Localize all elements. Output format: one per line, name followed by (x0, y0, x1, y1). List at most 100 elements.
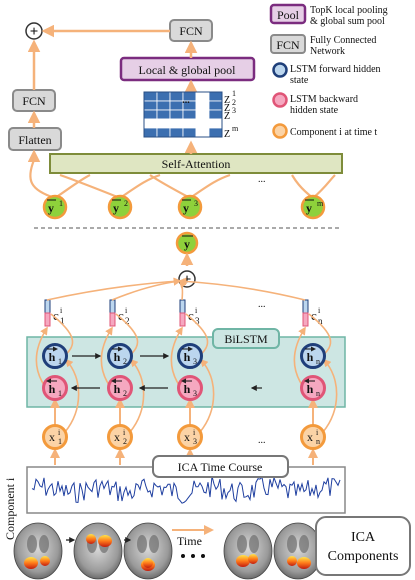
svg-text:2: 2 (232, 98, 236, 107)
c-forward-half (44, 299, 51, 314)
x-node-base: x (307, 430, 313, 444)
x-node-sup: i (193, 428, 196, 437)
c-backward-half (179, 312, 186, 327)
brain-map-4 (223, 522, 273, 580)
hidden-state-base: h (114, 382, 121, 396)
hidden-state-base: h (114, 350, 121, 364)
bilstm-label: BiLSTM (224, 332, 268, 346)
legend-forward-icon (272, 62, 288, 78)
brain-activation-blob (143, 558, 153, 568)
legend-forward-text-2: state (290, 75, 309, 86)
legend-fcn-badge: FCN (276, 38, 300, 52)
arrow-c-to-sum (111, 277, 182, 301)
legend-component-icon (272, 123, 288, 139)
brain-activation-blob (40, 556, 50, 566)
brain-activation-blob (236, 555, 250, 567)
z-matrix-cell (208, 109, 223, 120)
y-node-circle (107, 194, 133, 220)
attention-ellipsis: ... (258, 174, 266, 185)
svg-text:Z: Z (224, 103, 230, 114)
x-node-circle (107, 424, 133, 450)
z-row-label-3: Z 3 (224, 106, 236, 122)
legend-backward-icon (272, 92, 288, 108)
z-matrix-frame (143, 91, 223, 138)
legend-pool-text-1: TopK local pooling (310, 5, 388, 16)
h-forward-circle (177, 343, 203, 369)
z-matrix-cell (143, 100, 158, 111)
z-row-label-2: Z 2 (224, 98, 236, 114)
arrow-c-to-sum (46, 277, 182, 301)
legend-pool: Pool TopK local pooling & global sum poo… (269, 3, 388, 27)
z-row-label-m: Z m (224, 124, 239, 140)
z-matrix-cell (156, 118, 171, 129)
c-sum-plus-symbol: + (183, 272, 192, 288)
arrow-x-to-forward (129, 358, 145, 433)
self-attention-block: Self-Attention (49, 153, 343, 174)
brain-activation-blob (24, 557, 38, 569)
z-matrix-cell (156, 109, 171, 120)
y-node-circle (177, 194, 203, 220)
brain-slice (123, 522, 173, 580)
svg-text:Z: Z (224, 111, 230, 122)
svg-text:Z: Z (224, 129, 230, 140)
time-dot-2 (191, 554, 195, 558)
hidden-state-sub: n (316, 389, 320, 398)
output-plus-symbol: + (30, 24, 39, 40)
output-path: + FCN FCN Flatten Local & global pool (8, 19, 256, 162)
c-node-base: c (53, 308, 59, 323)
y-node-sup: m (317, 199, 324, 208)
arrow-backward-to-c (170, 326, 183, 389)
fcn-top-block: FCN (169, 19, 213, 42)
hidden-state-base: h (184, 382, 191, 396)
c-row-ellipsis: ... (258, 299, 266, 310)
c-node-sup: i (60, 306, 63, 315)
z-matrix-cell (156, 100, 171, 111)
legend-backward-text-1: LSTM backward (290, 94, 358, 105)
z-matrix-cell (208, 91, 223, 102)
time-axis: Time (172, 525, 214, 558)
arrow-backward-to-c (293, 326, 306, 389)
brain-slice (73, 522, 123, 580)
z-matrix-cell (169, 91, 184, 102)
hidden-state-base: h (307, 382, 314, 396)
local-global-pool-block: Local & global pool (119, 56, 256, 82)
z-matrix-ellipsis: ... (182, 95, 190, 106)
z-matrix-cells (143, 91, 223, 138)
y-node-circle (300, 194, 326, 220)
brain-activation-blob (98, 535, 112, 547)
hidden-state-sub: 3 (193, 357, 197, 366)
z-matrix-cell (143, 118, 158, 129)
output-sum-node: + (25, 22, 43, 40)
c-node-base: c (311, 308, 317, 323)
ica-components-label-2: Components (328, 549, 399, 564)
legend-fcn-text-1: Fully Connected (310, 35, 376, 46)
legend-pool-badge: Pool (277, 8, 300, 22)
y-mean-label: y (184, 237, 190, 251)
hidden-state-sub: 2 (123, 357, 127, 366)
x-node-sup: i (123, 428, 126, 437)
z-matrix-cell (143, 127, 158, 138)
x-node-circle (42, 424, 68, 450)
z-matrix-cell (169, 118, 184, 129)
y-node-base: y (48, 201, 54, 215)
c-node-sup: i (125, 306, 128, 315)
legend-backward-text-2: hidden state (290, 105, 339, 116)
x-node-base: x (114, 430, 120, 444)
y-node-sup: 1 (59, 199, 63, 208)
c-node-sub: 1 (60, 316, 65, 326)
z-matrix-cell (182, 109, 197, 120)
hidden-state-base: h (49, 350, 56, 364)
hidden-state-base: h (184, 350, 191, 364)
hidden-state-base: h (49, 382, 56, 396)
